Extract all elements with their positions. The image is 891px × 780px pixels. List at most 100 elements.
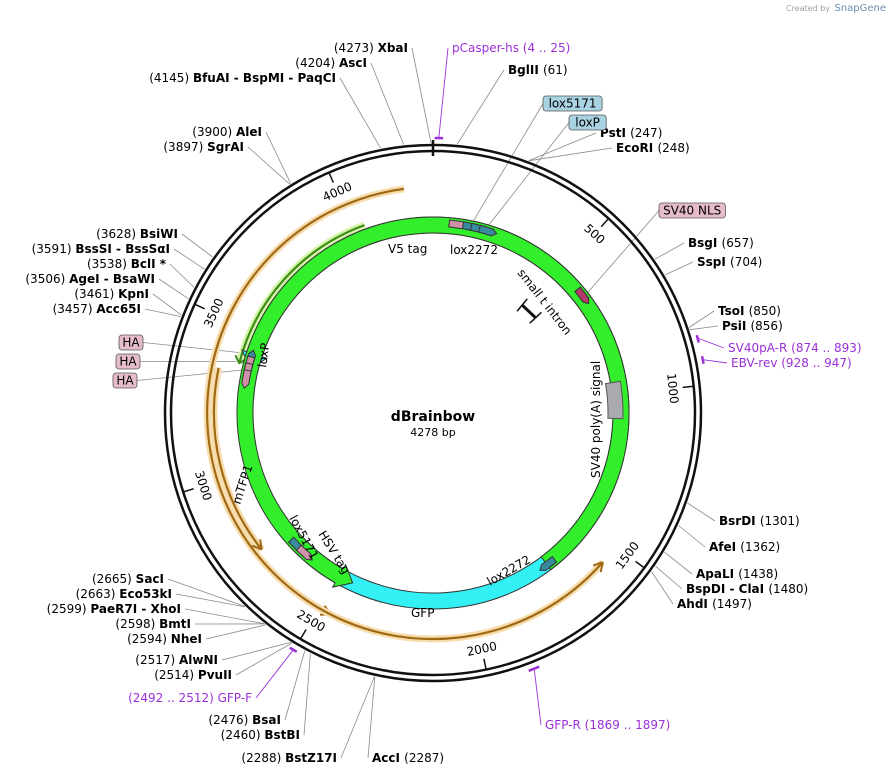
size-tick-3000 xyxy=(182,487,194,493)
feature-box[interactable] xyxy=(112,372,138,389)
enzyme-site[interactable]: BglII (61) xyxy=(508,63,568,77)
enzyme-site[interactable]: (4204) AscI xyxy=(295,56,367,70)
enzyme-leader xyxy=(664,551,693,575)
primer-label[interactable]: EBV-rev (928 .. 947) xyxy=(731,356,852,370)
enzyme-site[interactable]: (3591) BssSI - BssSαI xyxy=(32,242,170,256)
enzyme-position: (3900) xyxy=(192,125,236,139)
enzyme-site[interactable]: (2599) PaeR7I - XhoI xyxy=(47,602,181,616)
enzyme-site[interactable]: TsoI (850) xyxy=(718,304,781,318)
orf-arc-1 xyxy=(212,367,263,551)
enzyme-site[interactable]: (2288) BstZ17I xyxy=(241,751,337,765)
enzyme-position: (1438) xyxy=(738,567,778,581)
enzyme-leader xyxy=(340,676,375,759)
enzyme-name: SspI xyxy=(697,255,730,269)
enzyme-leader xyxy=(169,263,195,288)
enzyme-leader xyxy=(664,261,694,276)
enzyme-site[interactable]: AhdI (1497) xyxy=(677,597,752,611)
enzyme-site[interactable]: (2460) BstBI xyxy=(221,728,300,742)
enzyme-leader xyxy=(678,525,706,548)
size-tick-500 xyxy=(600,218,610,228)
feature-box-label: HA xyxy=(116,374,134,388)
enzyme-site[interactable]: (2598) BmtI xyxy=(115,617,191,631)
lox2272-arrow-b xyxy=(539,555,558,571)
enzyme-position: (2514) xyxy=(154,668,198,682)
feature-box[interactable] xyxy=(118,334,144,351)
size-tick-1500 xyxy=(635,560,645,569)
primer-bind-mark xyxy=(695,334,701,343)
primer-label[interactable]: SV40pA-R (874 .. 893) xyxy=(728,341,862,355)
feature-box[interactable] xyxy=(568,114,607,131)
enzyme-position: (2517) xyxy=(135,653,179,667)
enzyme-leader xyxy=(235,642,292,676)
small-t-intron-cap xyxy=(529,311,542,324)
enzyme-site[interactable]: ApaLI (1438) xyxy=(696,567,778,581)
primer-name: EBV-rev xyxy=(731,356,781,370)
enzyme-site[interactable]: (3900) AleI xyxy=(192,125,262,139)
enzyme-site[interactable]: EcoRI (248) xyxy=(616,141,690,155)
enzyme-position: (2476) xyxy=(208,713,252,727)
enzyme-position: (657) xyxy=(722,236,754,250)
enzyme-name: SacI xyxy=(136,572,164,586)
enzyme-site[interactable]: (4273) XbaI xyxy=(334,41,408,55)
enzyme-position: (3461) xyxy=(74,287,118,301)
HA-arrow-3 xyxy=(241,369,252,389)
enzyme-position: (856) xyxy=(750,319,782,333)
enzyme-name: BspDI - ClaI xyxy=(686,582,768,596)
feature-label: SV40 poly(A) signal xyxy=(589,361,603,478)
enzyme-name: BfuAI - BspMI - PaqCI xyxy=(193,71,336,85)
HSV-tag-arrow xyxy=(295,544,313,561)
feature-box[interactable] xyxy=(115,353,141,370)
enzyme-site[interactable]: (3538) BclI * xyxy=(87,257,167,271)
enzyme-site[interactable]: (3897) SgrAI xyxy=(163,140,244,154)
SV40-NLS-arrow xyxy=(574,286,590,305)
enzyme-site[interactable]: PsiI (856) xyxy=(722,319,783,333)
enzyme-position: (850) xyxy=(749,304,781,318)
enzyme-site[interactable]: (2594) NheI xyxy=(127,632,202,646)
enzyme-leader xyxy=(284,650,306,721)
feature-box-leader xyxy=(586,210,660,294)
enzyme-site[interactable]: PstI (247) xyxy=(600,126,662,140)
primer-range: (874 .. 893) xyxy=(791,341,861,355)
enzyme-site[interactable]: (2665) SacI xyxy=(92,572,164,586)
enzyme-site[interactable]: (3457) Acc65I xyxy=(53,302,141,316)
enzyme-site[interactable]: (3461) KpnI xyxy=(74,287,149,301)
feature-box[interactable] xyxy=(658,202,726,219)
primer-bind-mark xyxy=(528,665,540,672)
enzyme-leader xyxy=(303,653,311,736)
enzyme-site[interactable]: (2517) AlwNI xyxy=(135,653,218,667)
enzyme-leader xyxy=(456,69,505,145)
feature-box-label: HA xyxy=(122,336,140,350)
feature-label: loxP xyxy=(255,342,272,368)
enzyme-name: Eco53kI xyxy=(119,587,172,601)
feature-label: GFP xyxy=(411,606,434,620)
enzyme-leader xyxy=(158,278,189,300)
primer-label[interactable]: pCasper-hs (4 .. 25) xyxy=(452,41,570,55)
size-tick-2500 xyxy=(299,629,307,640)
enzyme-site[interactable]: (2514) PvuII xyxy=(154,668,232,682)
enzyme-site[interactable]: (3506) AgeI - BsaWI xyxy=(25,272,155,286)
enzyme-site[interactable]: (2476) BsaI xyxy=(208,713,281,727)
feature-box[interactable] xyxy=(542,95,603,112)
enzyme-site[interactable]: BsgI (657) xyxy=(688,236,754,250)
primer-label[interactable]: GFP-R (1869 .. 1897) xyxy=(545,718,670,732)
orf-arc-head xyxy=(592,561,604,573)
enzyme-site[interactable]: SspI (704) xyxy=(697,255,762,269)
enzyme-leader xyxy=(181,233,213,258)
size-tick-1000 xyxy=(682,385,694,389)
primer-label[interactable]: (2492 .. 2512) GFP-F xyxy=(128,691,252,705)
enzyme-site[interactable]: (2663) Eco53kI xyxy=(76,587,172,601)
enzyme-position: (3628) xyxy=(96,227,140,241)
enzyme-site[interactable]: BsrDI (1301) xyxy=(719,514,800,528)
enzyme-site[interactable]: (4145) BfuAI - BspMI - PaqCI xyxy=(149,71,336,85)
enzyme-position: (247) xyxy=(630,126,662,140)
enzyme-site[interactable]: BspDI - ClaI (1480) xyxy=(686,582,808,596)
enzyme-site[interactable]: AfeI (1362) xyxy=(709,540,780,554)
enzyme-site[interactable]: (3628) BsiWI xyxy=(96,227,178,241)
enzyme-name: AhdI xyxy=(677,597,712,611)
center-title-group: dBrainbow 4278 bp xyxy=(391,409,475,439)
enzyme-site[interactable]: AccI (2287) xyxy=(372,751,444,765)
enzyme-leader xyxy=(651,571,674,605)
enzyme-position: (3457) xyxy=(53,302,97,316)
enzyme-position: (2594) xyxy=(127,632,171,646)
